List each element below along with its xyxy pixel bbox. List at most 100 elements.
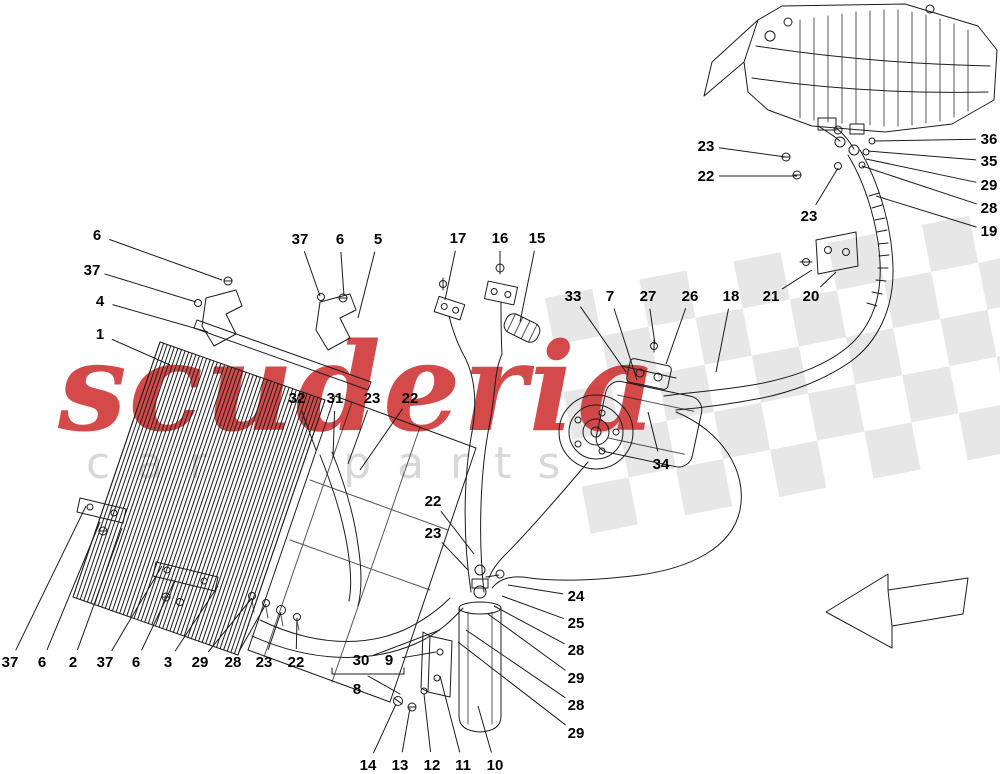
receiver-drier bbox=[331, 564, 505, 733]
checker-square bbox=[846, 328, 903, 385]
callout-label: 13 bbox=[392, 757, 409, 774]
radiator-rear-panel bbox=[247, 395, 477, 703]
callout-label: 33 bbox=[565, 288, 582, 305]
refrigerant-hoses bbox=[251, 149, 894, 658]
hose-clamp bbox=[858, 161, 866, 169]
pulley-bolt bbox=[598, 409, 606, 417]
callout-leader-line bbox=[647, 411, 659, 452]
callout-label: 6 bbox=[336, 231, 344, 248]
callout-leader-line bbox=[401, 707, 411, 753]
callout-label: 37 bbox=[292, 231, 309, 248]
condenser-fin-line bbox=[133, 362, 222, 619]
callout-leader-line bbox=[111, 565, 163, 652]
condenser-fin-line bbox=[86, 346, 175, 603]
callout-leader-line bbox=[815, 167, 839, 206]
valve-block bbox=[483, 280, 519, 306]
compressor-manifold bbox=[626, 358, 672, 390]
condenser-fin-line bbox=[126, 360, 215, 617]
checker-square bbox=[958, 404, 1000, 461]
callout-label: 37 bbox=[97, 654, 114, 671]
lower-bracket bbox=[76, 497, 127, 524]
callout-label: 6 bbox=[132, 654, 140, 671]
callout-leader-line bbox=[501, 595, 564, 620]
callout-label: 27 bbox=[640, 288, 657, 305]
callout-leader-line bbox=[875, 195, 977, 228]
callout-leader-line bbox=[332, 410, 336, 459]
callout-label: 35 bbox=[981, 153, 998, 170]
direction-arrow bbox=[825, 573, 969, 649]
callout-label: 8 bbox=[353, 681, 361, 698]
callout-label: 22 bbox=[425, 493, 442, 510]
hose-run bbox=[491, 411, 742, 589]
bracket-hole bbox=[200, 577, 208, 585]
screw bbox=[393, 696, 403, 706]
callout-leader-line bbox=[649, 308, 656, 345]
hose-clamp bbox=[862, 148, 870, 156]
callout-label: 1 bbox=[96, 326, 104, 343]
callout-leader-line bbox=[76, 527, 123, 650]
condenser-fin-line bbox=[155, 370, 243, 627]
condenser-fin-line bbox=[233, 398, 322, 655]
callout-leader-line bbox=[423, 693, 432, 753]
callout-leader-line bbox=[665, 308, 687, 365]
hose-corrugation bbox=[866, 192, 890, 307]
engine-detail-lines bbox=[703, 19, 991, 97]
checker-square bbox=[751, 346, 809, 403]
callout-label: 11 bbox=[455, 757, 471, 774]
condenser-fin-line bbox=[104, 352, 193, 609]
callout-leader-line bbox=[372, 703, 397, 754]
pipe-support-bracket bbox=[799, 231, 859, 275]
drier-shading bbox=[467, 611, 493, 725]
callout-label: 32 bbox=[289, 390, 306, 407]
callout-leader-line bbox=[238, 603, 267, 651]
hose-run bbox=[663, 154, 881, 397]
callout-leader-line bbox=[444, 250, 456, 301]
bracket-hole bbox=[110, 509, 118, 517]
callout-label: 29 bbox=[568, 670, 585, 687]
checker-square bbox=[770, 440, 827, 497]
callout-leader-line bbox=[493, 605, 565, 645]
callout-leader-line bbox=[347, 410, 369, 465]
callout-label: 2 bbox=[69, 654, 77, 671]
valve-block bbox=[433, 295, 466, 321]
condenser-fin-line bbox=[90, 347, 179, 604]
callout-leader-line bbox=[340, 251, 345, 297]
callout-leader-line bbox=[267, 611, 282, 650]
callout-label: 29 bbox=[568, 725, 585, 742]
condenser-fin-line bbox=[115, 356, 204, 613]
pulley-bolt bbox=[574, 416, 582, 424]
callout-leader-line bbox=[457, 641, 567, 726]
pulley-bolt bbox=[598, 447, 606, 455]
callout-leader-line bbox=[477, 705, 492, 753]
checker-square bbox=[545, 288, 602, 346]
tee-stub bbox=[485, 574, 500, 578]
checker-square bbox=[675, 458, 733, 516]
callout-leader-line bbox=[519, 250, 535, 323]
condenser-fin-line bbox=[194, 384, 283, 641]
callout-leader-line bbox=[15, 505, 87, 651]
fitting-stems bbox=[251, 599, 300, 631]
checker-square bbox=[733, 252, 790, 309]
rear-panel-lines bbox=[263, 401, 449, 683]
callout-leader-line bbox=[861, 165, 977, 205]
pulley-groove bbox=[568, 404, 624, 460]
drier-body bbox=[458, 607, 502, 733]
pipe-fitting bbox=[262, 599, 270, 607]
callout-label: 15 bbox=[529, 230, 546, 247]
condenser-fin-line bbox=[76, 342, 165, 599]
checker-square bbox=[789, 290, 847, 347]
callout-leader-line bbox=[873, 138, 977, 142]
condenser-fin-line bbox=[162, 373, 251, 630]
callout-label: 28 bbox=[568, 642, 585, 659]
checker-square bbox=[996, 347, 1000, 405]
callout-label: 31 bbox=[327, 390, 344, 407]
callout-label: 18 bbox=[723, 288, 740, 305]
pipe-fitting bbox=[276, 605, 286, 615]
callout-leader-line bbox=[440, 510, 475, 555]
callout-leader-line bbox=[507, 584, 564, 595]
engine-grommet bbox=[783, 17, 793, 27]
manifold-bracket bbox=[621, 365, 677, 379]
condenser-fin-line bbox=[151, 369, 240, 626]
